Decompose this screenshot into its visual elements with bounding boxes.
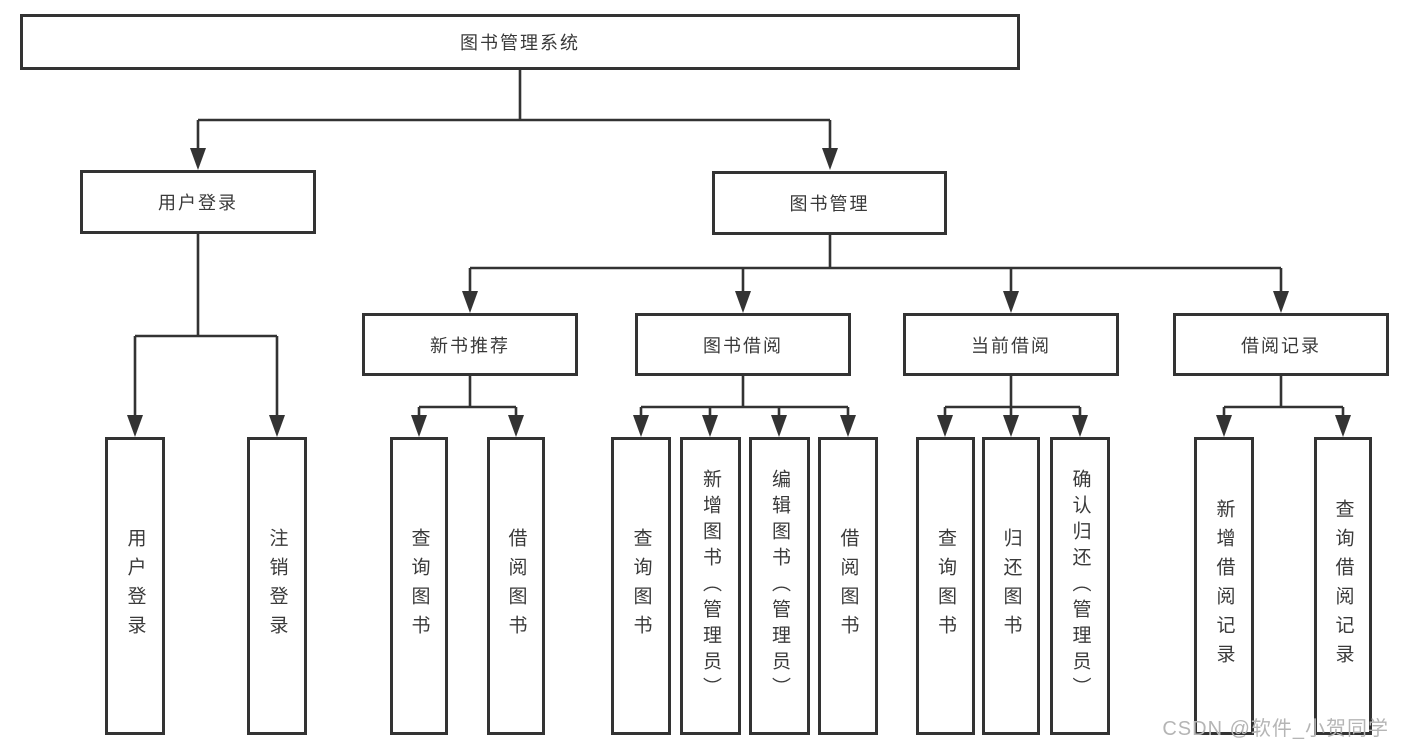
leaf-bb-edit-books-admin: 编辑图书（管理员） (749, 437, 810, 735)
node-borrowing-records: 借阅记录 (1173, 313, 1389, 376)
leaf-bb-query-books: 查询图书 (611, 437, 671, 735)
node-book-borrowing: 图书借阅 (635, 313, 851, 376)
leaf-br-add-record: 新增借阅记录 (1194, 437, 1254, 735)
leaf-cb-query-books: 查询图书 (916, 437, 975, 735)
leaf-cb-confirm-return-admin: 确认归还（管理员） (1050, 437, 1110, 735)
node-book-management: 图书管理 (712, 171, 947, 235)
leaf-nbr-query-books: 查询图书 (390, 437, 448, 735)
csdn-watermark: CSDN @软件_小贺同学 (1162, 718, 1389, 740)
leaf-user-login: 用户登录 (105, 437, 165, 735)
leaf-bb-add-books-admin: 新增图书（管理员） (680, 437, 741, 735)
node-user-login: 用户登录 (80, 170, 316, 234)
leaf-nbr-borrow-books: 借阅图书 (487, 437, 545, 735)
leaf-bb-borrow-books: 借阅图书 (818, 437, 878, 735)
leaf-logout: 注销登录 (247, 437, 307, 735)
arrowheads (127, 148, 1351, 437)
leaf-br-query-record: 查询借阅记录 (1314, 437, 1372, 735)
leaf-cb-return-books: 归还图书 (982, 437, 1040, 735)
node-current-borrowing: 当前借阅 (903, 313, 1119, 376)
node-root: 图书管理系统 (20, 14, 1020, 70)
node-new-book-recommendation: 新书推荐 (362, 313, 578, 376)
